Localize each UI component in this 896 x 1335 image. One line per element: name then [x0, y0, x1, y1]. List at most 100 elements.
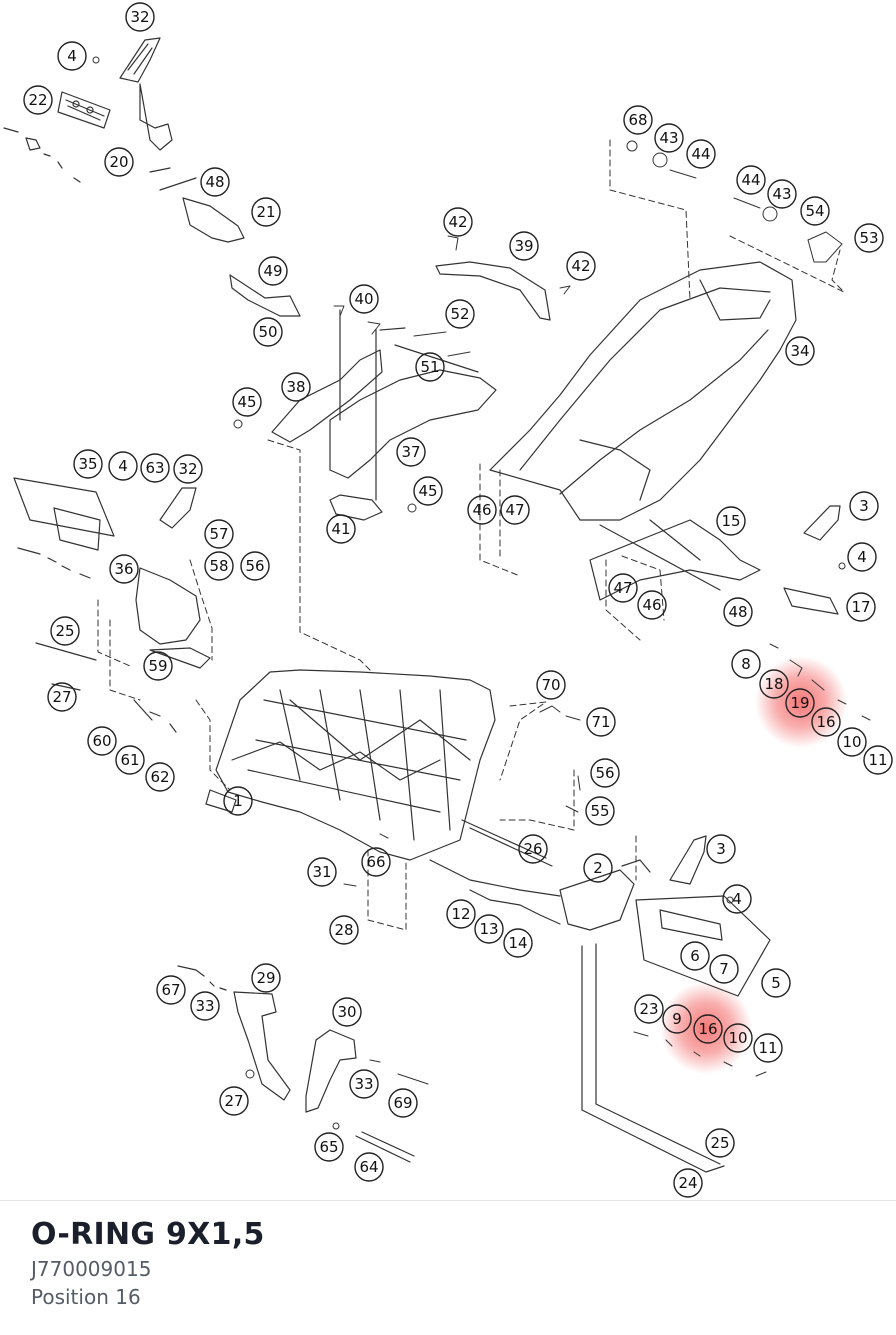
callout-7[interactable]: 7	[709, 954, 739, 984]
callout-49[interactable]: 49	[258, 256, 288, 286]
callout-33[interactable]: 33	[349, 1069, 379, 1099]
callout-46[interactable]: 46	[467, 495, 497, 525]
callout-23[interactable]: 23	[634, 994, 664, 1024]
callout-59[interactable]: 59	[143, 651, 173, 681]
callout-40[interactable]: 40	[349, 284, 379, 314]
callout-55[interactable]: 55	[585, 796, 615, 826]
callout-65[interactable]: 65	[314, 1132, 344, 1162]
callout-circle	[637, 590, 667, 620]
callout-43[interactable]: 43	[767, 179, 797, 209]
callout-50[interactable]: 50	[253, 317, 283, 347]
callout-67[interactable]: 67	[156, 975, 186, 1005]
callout-4[interactable]: 4	[722, 884, 752, 914]
callout-36[interactable]: 36	[109, 554, 139, 584]
callout-63[interactable]: 63	[140, 453, 170, 483]
callout-51[interactable]: 51	[415, 352, 445, 382]
callout-22[interactable]: 22	[23, 85, 53, 115]
callout-18[interactable]: 18	[759, 669, 789, 699]
callout-29[interactable]: 29	[251, 963, 281, 993]
callout-3[interactable]: 3	[706, 834, 736, 864]
callout-1[interactable]: 1	[223, 786, 253, 816]
callout-circle	[446, 899, 476, 929]
callout-52[interactable]: 52	[445, 299, 475, 329]
callout-5[interactable]: 5	[761, 968, 791, 998]
callout-43[interactable]: 43	[654, 123, 684, 153]
callout-4[interactable]: 4	[847, 542, 877, 572]
callout-68[interactable]: 68	[623, 105, 653, 135]
callout-circle	[518, 834, 548, 864]
callout-56[interactable]: 56	[240, 551, 270, 581]
callout-44[interactable]: 44	[736, 165, 766, 195]
callout-27[interactable]: 27	[219, 1086, 249, 1116]
callout-47[interactable]: 47	[608, 573, 638, 603]
callout-27[interactable]: 27	[47, 682, 77, 712]
callout-10[interactable]: 10	[837, 727, 867, 757]
callout-34[interactable]: 34	[785, 336, 815, 366]
callout-number: 56	[245, 557, 264, 575]
callout-24[interactable]: 24	[673, 1168, 703, 1198]
callout-39[interactable]: 39	[509, 231, 539, 261]
callout-circle	[115, 745, 145, 775]
callout-20[interactable]: 20	[104, 147, 134, 177]
callout-9[interactable]: 9	[662, 1004, 692, 1034]
callout-57[interactable]: 57	[204, 519, 234, 549]
callout-37[interactable]: 37	[396, 437, 426, 467]
callout-28[interactable]: 28	[329, 915, 359, 945]
callout-circle	[57, 41, 87, 71]
callout-44[interactable]: 44	[686, 139, 716, 169]
callout-48[interactable]: 48	[723, 597, 753, 627]
callout-70[interactable]: 70	[536, 670, 566, 700]
callout-13[interactable]: 13	[474, 914, 504, 944]
callout-19[interactable]: 19	[785, 688, 815, 718]
callout-16[interactable]: 16	[693, 1014, 723, 1044]
callout-45[interactable]: 45	[232, 387, 262, 417]
callout-33[interactable]: 33	[190, 991, 220, 1021]
callout-4[interactable]: 4	[57, 41, 87, 71]
callout-10[interactable]: 10	[723, 1023, 753, 1053]
callout-3[interactable]: 3	[849, 491, 879, 521]
callout-66[interactable]: 66	[361, 847, 391, 877]
callout-number: 49	[263, 262, 282, 280]
callout-41[interactable]: 41	[326, 514, 356, 544]
callout-12[interactable]: 12	[446, 899, 476, 929]
callout-62[interactable]: 62	[145, 762, 175, 792]
callout-42[interactable]: 42	[443, 207, 473, 237]
callout-47[interactable]: 47	[500, 495, 530, 525]
callout-53[interactable]: 53	[854, 223, 884, 253]
callout-15[interactable]: 15	[716, 506, 746, 536]
callout-32[interactable]: 32	[125, 2, 155, 32]
callout-35[interactable]: 35	[73, 449, 103, 479]
callout-56[interactable]: 56	[590, 758, 620, 788]
callout-8[interactable]: 8	[731, 649, 761, 679]
callout-54[interactable]: 54	[800, 196, 830, 226]
callout-61[interactable]: 61	[115, 745, 145, 775]
callout-25[interactable]: 25	[50, 616, 80, 646]
callout-42[interactable]: 42	[566, 251, 596, 281]
callout-number: 46	[472, 501, 491, 519]
callout-58[interactable]: 58	[204, 551, 234, 581]
callout-32[interactable]: 32	[173, 454, 203, 484]
callout-64[interactable]: 64	[354, 1152, 384, 1182]
callout-2[interactable]: 2	[583, 853, 613, 883]
callout-69[interactable]: 69	[388, 1088, 418, 1118]
callout-17[interactable]: 17	[846, 592, 876, 622]
callout-16[interactable]: 16	[811, 707, 841, 737]
callout-60[interactable]: 60	[87, 726, 117, 756]
callout-48[interactable]: 48	[200, 167, 230, 197]
callout-11[interactable]: 11	[863, 745, 893, 775]
callout-6[interactable]: 6	[680, 941, 710, 971]
callout-38[interactable]: 38	[281, 372, 311, 402]
callout-number: 6	[690, 947, 700, 965]
callout-4[interactable]: 4	[108, 451, 138, 481]
callout-46[interactable]: 46	[637, 590, 667, 620]
callout-11[interactable]: 11	[753, 1033, 783, 1063]
callout-14[interactable]: 14	[503, 928, 533, 958]
callout-circle	[706, 834, 736, 864]
callout-71[interactable]: 71	[586, 707, 616, 737]
callout-31[interactable]: 31	[307, 857, 337, 887]
callout-30[interactable]: 30	[332, 997, 362, 1027]
callout-26[interactable]: 26	[518, 834, 548, 864]
callout-21[interactable]: 21	[251, 197, 281, 227]
callout-25[interactable]: 25	[705, 1128, 735, 1158]
callout-45[interactable]: 45	[413, 476, 443, 506]
